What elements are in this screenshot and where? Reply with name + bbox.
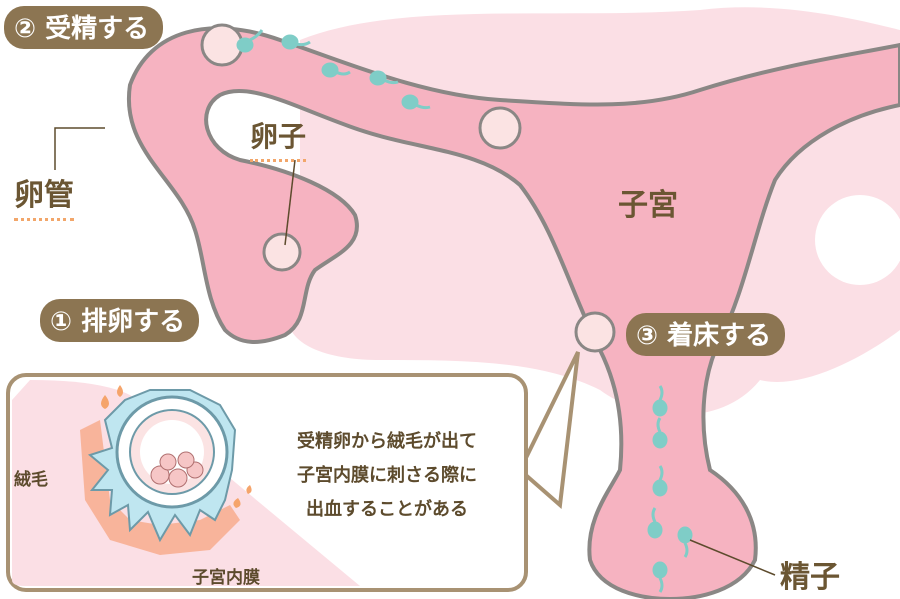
endometrium-label: 子宮内膜	[192, 568, 260, 588]
note-line: 出血することがある	[306, 499, 468, 520]
fertilized-egg	[200, 23, 244, 67]
egg-cells	[200, 23, 616, 353]
step-ovulate-label: ① 排卵する	[40, 299, 200, 342]
callout-pointer	[517, 351, 580, 510]
uterus-label: 子宮	[618, 188, 678, 223]
egg-label: 卵子	[250, 115, 307, 162]
endometrium-layer	[80, 420, 240, 555]
ovulated-egg	[262, 232, 302, 272]
egg-in-tube	[478, 106, 522, 150]
step-implant-label: ③ 着床する	[626, 313, 786, 356]
sperm-label: 精子	[780, 552, 840, 599]
implanting-egg	[574, 311, 616, 353]
implantation-callout	[6, 373, 528, 592]
uterus-shape	[126, 26, 900, 599]
note-line: 受精卵から絨毛が出て	[297, 431, 477, 452]
villi-label: 絨毛	[14, 470, 48, 490]
sperm-cells	[236, 29, 693, 593]
implantation-bleeding-note: 受精卵から絨毛が出て 子宮内膜に刺さる際に 出血することがある	[262, 425, 512, 527]
oviduct-label: 卵管	[14, 170, 74, 221]
note-line: 子宮内膜に刺さる際に	[297, 465, 477, 486]
step-fertilize-label: ② 受精する	[4, 6, 164, 49]
